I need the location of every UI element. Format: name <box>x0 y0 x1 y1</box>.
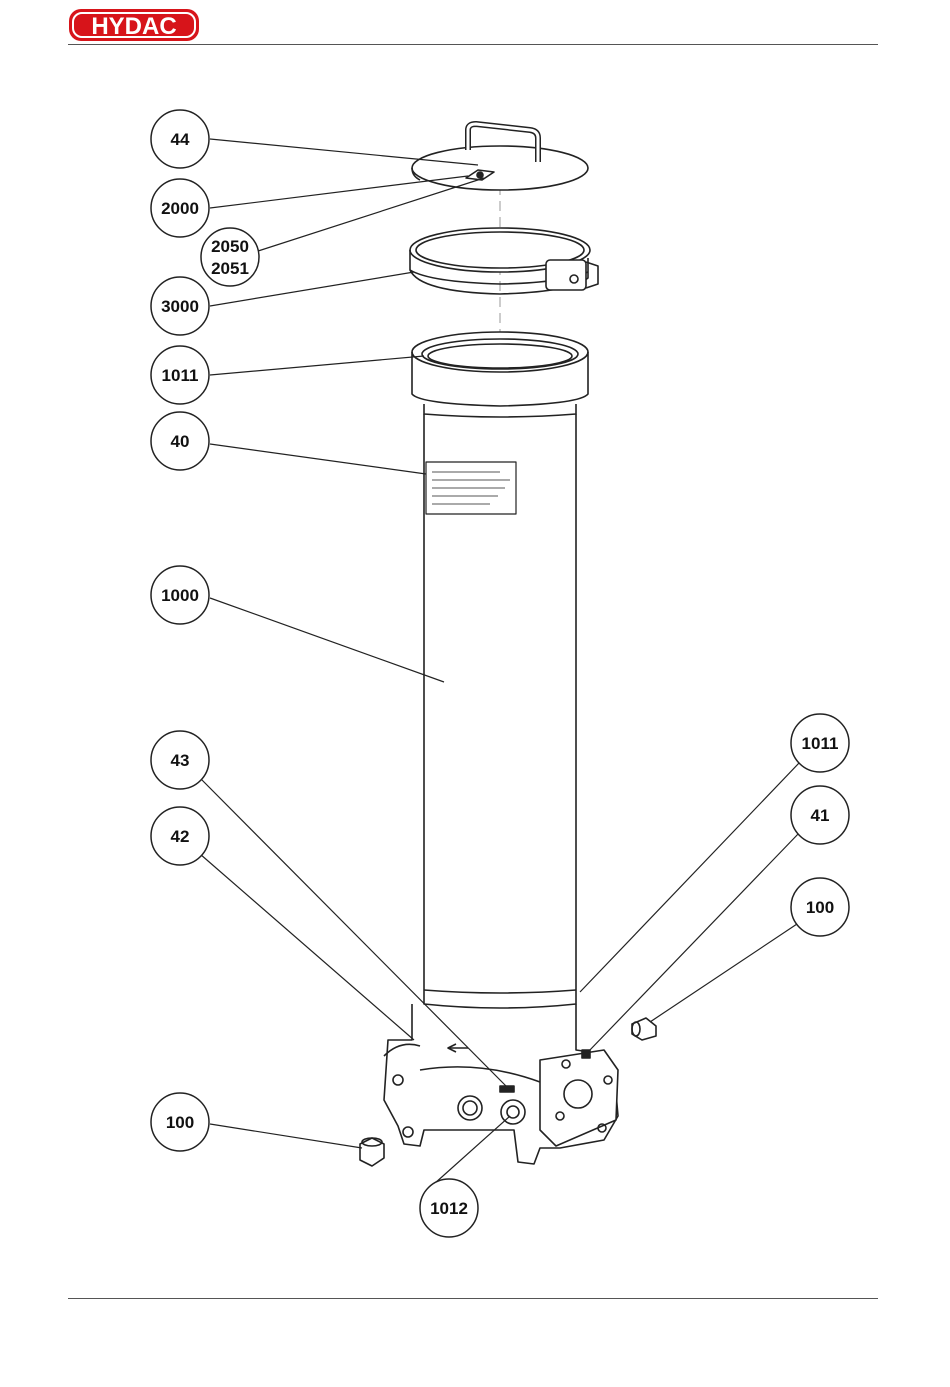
clamp-ring-part <box>410 228 598 294</box>
base-block-part <box>384 1004 618 1164</box>
callout-41: 41 <box>811 806 830 825</box>
callout-44: 44 <box>171 130 190 149</box>
callout-42: 42 <box>171 827 190 846</box>
callout-1000: 1000 <box>161 586 199 605</box>
callout-100-right: 100 <box>806 898 834 917</box>
callout-43: 43 <box>171 751 190 770</box>
callout-2051: 2051 <box>211 259 249 278</box>
callout-2000: 2000 <box>161 199 199 218</box>
leader-lines <box>200 139 800 1184</box>
plug-right-part <box>632 1018 656 1040</box>
callout-2050: 2050 <box>211 237 249 256</box>
callout-100-left: 100 <box>166 1113 194 1132</box>
callout-1012: 1012 <box>430 1199 468 1218</box>
callout-1011-top: 1011 <box>162 366 199 385</box>
callout-3000: 3000 <box>161 297 199 316</box>
callout-40: 40 <box>171 432 190 451</box>
housing-tube-part <box>412 332 588 1008</box>
plug-left-part <box>360 1138 384 1166</box>
callout-1011-bottom: 1011 <box>802 734 839 753</box>
